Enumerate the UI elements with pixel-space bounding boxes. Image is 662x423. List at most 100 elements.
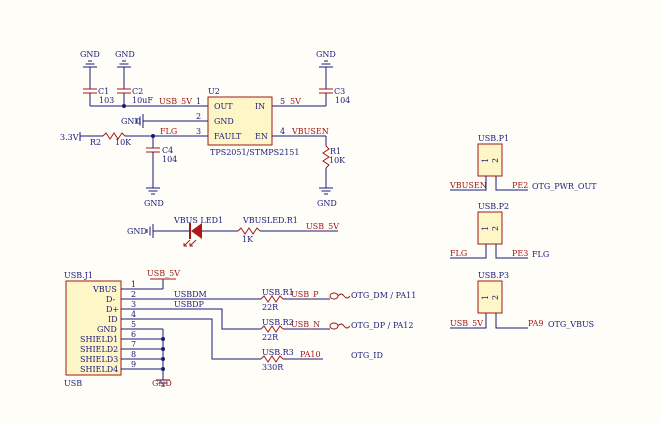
r1-gnd-label: GND (317, 199, 337, 208)
r2-ref: R2 (90, 138, 101, 147)
c1-gnd-symbol: GND (80, 50, 100, 73)
vbusled-r1-value: 1K (242, 235, 254, 244)
usbp-label: USB_P (291, 290, 319, 299)
usbj1-pin-shield4: SHIELD4 (80, 365, 118, 374)
p3-ref: USB.P3 (478, 271, 509, 280)
c1-gnd-label: GND (80, 50, 100, 59)
u2-ref: U2 (208, 87, 220, 96)
u2-pinnum-1: 1 (196, 97, 201, 106)
u2-gnd-symbol: GND (121, 113, 197, 129)
usbj1-num-1: 1 (131, 280, 136, 289)
c2-gnd-label: GND (115, 50, 135, 59)
c4-gnd-label: GND (144, 199, 164, 208)
junction-dot (122, 104, 126, 108)
u2-pinnum-4: 4 (280, 127, 285, 136)
usb-r1-value: 22R (262, 303, 279, 312)
usbj1-pin-vbus: VBUS (92, 285, 117, 294)
usbj1-num-9: 9 (131, 360, 136, 369)
usbj1-num-4: 4 (131, 310, 136, 319)
usbj1-pin-gnd: GND (97, 325, 117, 334)
c3-ref: C3 (334, 87, 345, 96)
resistor-usb-r2: USB.R2 22R (260, 318, 294, 342)
c3-gnd-label: GND (316, 50, 336, 59)
capacitor-c2: C2 10uF (117, 72, 153, 106)
usb-r1-ref: USB.R1 (262, 288, 294, 297)
resistor-usb-r1: USB.R1 22R (260, 288, 294, 312)
otg-id-label: OTG_ID (351, 351, 383, 360)
usbj1-name: USB (64, 379, 82, 388)
led-ref: VBUS LED1 (173, 216, 223, 225)
otg-dm-label: OTG_DM / PA11 (351, 291, 416, 300)
u2-pin-fault: FAULT (214, 132, 242, 141)
usb5v-net-label: USB_5V (159, 97, 192, 106)
usbj1-num-6: 6 (131, 330, 136, 339)
c4-value: 104 (162, 155, 177, 164)
c3-value: 104 (335, 96, 350, 105)
usbj1-num-3: 3 (131, 300, 136, 309)
5v-net-label: 5V (290, 97, 301, 106)
p2-function: FLG (532, 250, 549, 259)
p2-right-net: PE3 (512, 249, 528, 258)
usbj1-pin-dm: D- (106, 295, 116, 304)
p3-function: OTG_VBUS (548, 320, 594, 329)
led-gnd-label: GND (127, 227, 147, 236)
c1-ref: C1 (98, 87, 109, 96)
u2-power-switch-ic: U2 TPS2051/STMPS2151 OUT GND FAULT IN EN… (196, 87, 300, 157)
capacitor-c4: C4 104 GND (144, 136, 177, 208)
p2-pin1: 1 (481, 226, 490, 231)
usb-r3-value: 330R (262, 363, 284, 372)
p2-left-net: FLG (450, 249, 467, 258)
r1-ref: R1 (330, 147, 341, 156)
c2-value: 10uF (132, 96, 153, 105)
usbj1-pin-shield2: SHIELD2 (80, 345, 118, 354)
p2-ref: USB.P2 (478, 202, 509, 211)
usbdp-wire (163, 308, 261, 330)
conn-usb5v-label: USB_5V (147, 269, 180, 278)
vbusen-net-label: VBUSEN (291, 127, 329, 136)
c2-gnd-symbol: GND (115, 50, 135, 73)
usbj1-pin-shield3: SHIELD3 (80, 355, 118, 364)
led-usb5v-label: USB_5V (306, 222, 339, 231)
u2-pin-out: OUT (214, 102, 233, 111)
usbj1-pin-shield1: SHIELD1 (80, 335, 118, 344)
usbj1-num-7: 7 (131, 340, 136, 349)
flg-net-label: FLG (160, 127, 177, 136)
u2-pinnum-3: 3 (196, 127, 201, 136)
usbdm-label: USBDM (174, 290, 207, 299)
usb-r2-ref: USB.R2 (262, 318, 294, 327)
u2-part-number: TPS2051/STMPS2151 (210, 148, 299, 157)
c2-ref: C2 (132, 87, 143, 96)
r1-value: 10K (329, 156, 346, 165)
header-usb-p2: USB.P2 1 2 FLG PE3 FLG (450, 202, 549, 259)
u2-pin-en: EN (255, 132, 268, 141)
usbj1-gnd-label: GND (152, 379, 172, 388)
usbj1-num-8: 8 (131, 350, 136, 359)
3v3-label: 3.3V (60, 133, 79, 142)
p3-right-net: PA9 (528, 319, 544, 328)
p1-ref: USB.P1 (478, 134, 509, 143)
usbj1-num-5: 5 (131, 320, 136, 329)
header-usb-p3: USB.P3 1 2 USB_5V PA9 OTG_VBUS (450, 271, 594, 329)
usb-r3-ref: USB.R3 (262, 348, 294, 357)
capacitor-c3: GND C3 104 (316, 50, 350, 106)
u2-pinnum-2: 2 (196, 112, 201, 121)
p2-pin2: 2 (491, 226, 500, 231)
vbus-led: GND VBUS LED1 (127, 216, 238, 247)
usbj1-ref: USB.J1 (64, 271, 93, 280)
resistor-vbusled-r1: VBUSLED.R1 1K (237, 216, 338, 244)
p1-function: OTG_PWR_OUT (532, 182, 597, 191)
p1-pin1: 1 (481, 158, 490, 163)
otg-dp-label: OTG_DP / PA12 (351, 321, 413, 330)
resistor-usb-r3: USB.R3 330R (260, 348, 294, 372)
p3-pin1: 1 (481, 295, 490, 300)
net-flag-usbp (329, 292, 351, 300)
p3-left-net: USB_5V (450, 319, 483, 328)
capacitor-c1: C1 103 (83, 72, 114, 106)
p1-pin2: 2 (491, 158, 500, 163)
usbj1-pin-id: ID (108, 315, 118, 324)
vbusled-r1-ref: VBUSLED.R1 (242, 216, 298, 225)
pa10-label: PA10 (300, 350, 321, 359)
p3-pin2: 2 (491, 295, 500, 300)
u2-gnd-label: GND (121, 117, 141, 126)
p1-right-net: PE2 (512, 181, 528, 190)
